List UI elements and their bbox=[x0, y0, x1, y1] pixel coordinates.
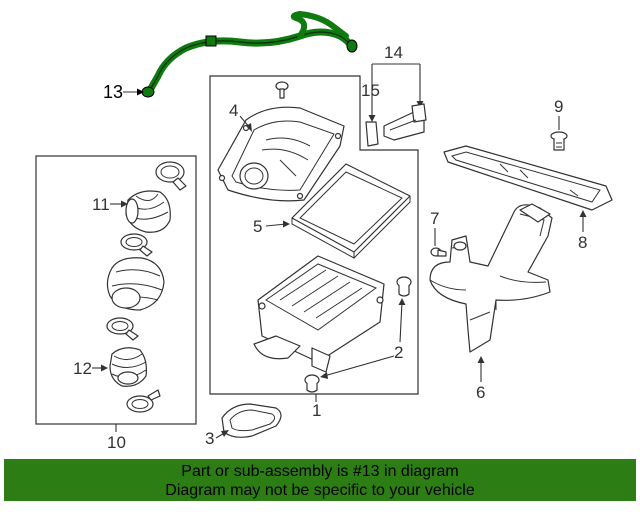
lower-housing bbox=[253, 255, 385, 373]
banner-line-2: Diagram may not be specific to your vehi… bbox=[165, 482, 475, 499]
callout-13: 13 bbox=[103, 82, 123, 102]
leader-11-arrow bbox=[121, 200, 128, 208]
part-3-seal bbox=[221, 403, 282, 438]
part-2-grommet-upper bbox=[396, 276, 412, 297]
leader-5-arrow bbox=[283, 220, 290, 228]
callout-9: 9 bbox=[554, 97, 563, 116]
resonator bbox=[106, 257, 165, 311]
callout-7: 7 bbox=[430, 209, 439, 228]
banner-line-1: Part or sub-assembly is #13 in diagram bbox=[181, 463, 459, 480]
callout-6: 6 bbox=[476, 383, 485, 402]
callout-10: 10 bbox=[107, 433, 126, 452]
callout-15: 15 bbox=[361, 81, 380, 100]
leader-3-arrow bbox=[221, 430, 229, 437]
leader-2b-arrow bbox=[320, 372, 328, 379]
leader-2a bbox=[399, 301, 403, 343]
part-6-intake-duct bbox=[429, 203, 553, 353]
part-2-grommet-lower bbox=[304, 374, 320, 393]
leader-4-arrow bbox=[246, 123, 252, 132]
part-13-hose[interactable] bbox=[141, 10, 358, 98]
callout-1: 1 bbox=[312, 401, 321, 420]
part-9-clip bbox=[550, 131, 568, 151]
clamp-mid-1 bbox=[120, 233, 153, 257]
callout-2: 2 bbox=[394, 343, 403, 362]
clamp-mid-2 bbox=[106, 317, 139, 341]
callout-12: 12 bbox=[73, 359, 92, 378]
part-5-filter bbox=[291, 163, 411, 259]
screw-top bbox=[275, 81, 289, 99]
leader-14 bbox=[371, 63, 421, 118]
clamp-bottom bbox=[126, 389, 161, 413]
clamp-top bbox=[155, 161, 187, 191]
leader-5 bbox=[265, 223, 287, 227]
leader-8-arrow bbox=[579, 210, 587, 217]
callout-4: 4 bbox=[229, 101, 238, 120]
callout-14: 14 bbox=[384, 43, 403, 62]
part-8-duct-cover bbox=[443, 145, 613, 211]
callout-8: 8 bbox=[578, 233, 587, 252]
leader-6-arrow bbox=[477, 356, 485, 363]
leader-14-arrow-a bbox=[368, 115, 376, 122]
part-4-cover bbox=[217, 106, 345, 202]
part-14-bracket bbox=[383, 103, 427, 141]
leader-2a-arrow bbox=[398, 298, 406, 305]
leader-2b bbox=[323, 355, 395, 377]
part-11-coupler bbox=[125, 190, 171, 233]
part-12-coupler bbox=[109, 347, 147, 387]
info-banner: Part or sub-assembly is #13 in diagram D… bbox=[4, 459, 636, 501]
leader-12-arrow bbox=[101, 364, 108, 372]
callout-3: 3 bbox=[205, 429, 214, 448]
group-box-1 bbox=[209, 75, 419, 395]
callout-5: 5 bbox=[253, 217, 262, 236]
callout-11: 11 bbox=[92, 195, 110, 214]
part-15-tab bbox=[365, 121, 379, 147]
leader-13-arrow bbox=[137, 88, 144, 96]
part-7-bolt bbox=[430, 247, 447, 257]
